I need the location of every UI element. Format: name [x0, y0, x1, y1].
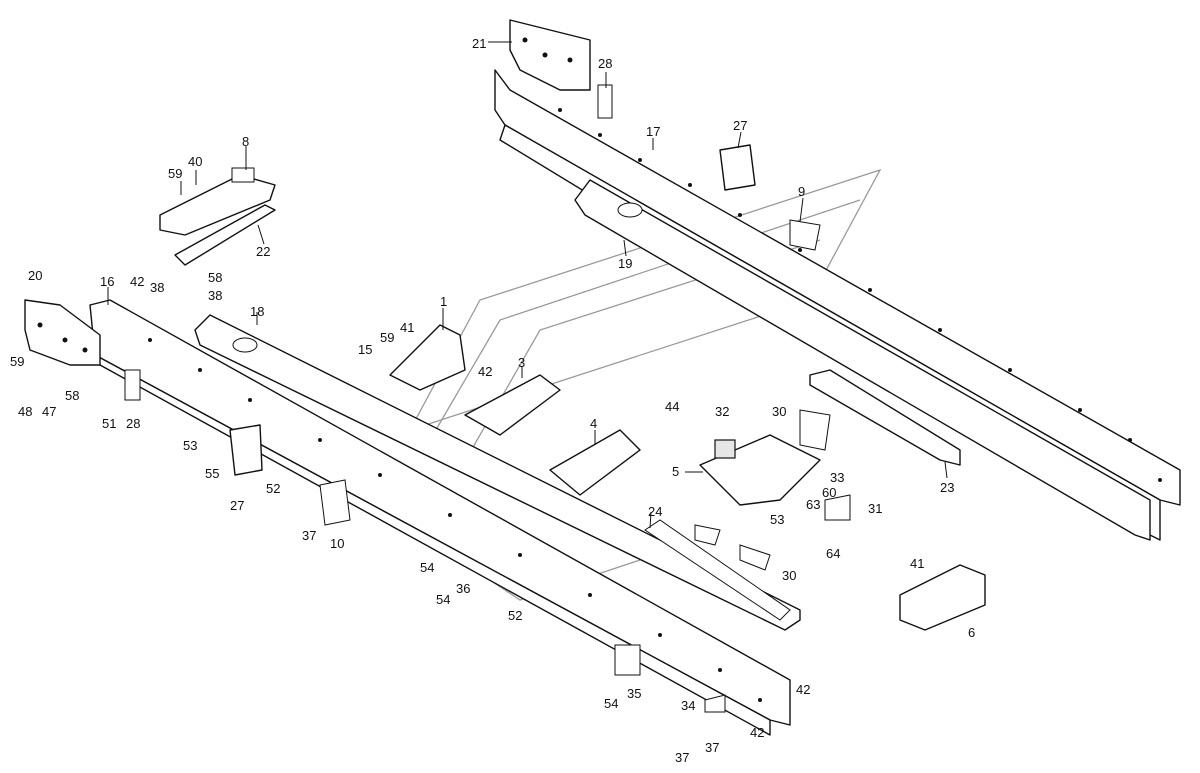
plate-24-tab	[694, 524, 721, 546]
reinforcement-channel-right	[574, 179, 1151, 541]
callout-23: 23	[940, 480, 954, 495]
callout-54: 54	[420, 560, 434, 575]
callout-36: 36	[456, 581, 470, 596]
callout-41: 41	[400, 320, 414, 335]
rear-crossmember-6	[899, 564, 986, 631]
callout-3: 3	[518, 355, 525, 370]
callout-63: 63	[806, 497, 820, 512]
callout-5: 5	[672, 464, 679, 479]
callout-labels: 21 28 17 27 8 40 59 9 22 19 20 16 42 38 …	[10, 36, 975, 765]
callout-8: 8	[242, 134, 249, 149]
callout-4: 4	[590, 416, 597, 431]
plate-35	[614, 644, 641, 676]
spring-bracket-27-upper	[719, 144, 756, 191]
crossmember-3	[464, 374, 561, 436]
callout-42: 42	[130, 274, 144, 289]
front-bracket-21	[509, 19, 591, 91]
bracket-30	[799, 409, 831, 451]
callout-27: 27	[733, 118, 747, 133]
callout-60: 60	[822, 485, 836, 500]
callout-52: 52	[508, 608, 522, 623]
callout-54: 54	[604, 696, 618, 711]
callout-28: 28	[598, 56, 612, 71]
callout-40: 40	[188, 154, 202, 169]
bracket-10	[319, 479, 351, 526]
callout-59: 59	[10, 354, 24, 369]
gusset-plate-24	[644, 519, 791, 621]
crossmember-4	[549, 429, 641, 496]
callout-27: 27	[230, 498, 244, 513]
callout-37: 37	[302, 528, 316, 543]
callout-41: 41	[910, 556, 924, 571]
bracket-30-lower	[739, 544, 771, 571]
bracket-1	[389, 324, 466, 391]
callout-58: 58	[65, 388, 79, 403]
callout-15: 15	[358, 342, 372, 357]
callout-42: 42	[478, 364, 492, 379]
callout-59: 59	[168, 166, 182, 181]
callout-18: 18	[250, 304, 264, 319]
callout-1: 1	[440, 294, 447, 309]
crossmember-profile-22	[174, 204, 276, 266]
callout-38: 38	[150, 280, 164, 295]
callout-48: 48	[18, 404, 32, 419]
side-member-left	[89, 299, 791, 736]
callout-51: 51	[102, 416, 116, 431]
callout-32: 32	[715, 404, 729, 419]
callout-37: 37	[705, 740, 719, 755]
callout-9: 9	[798, 184, 805, 199]
callout-33: 33	[830, 470, 844, 485]
callout-55: 55	[205, 466, 219, 481]
callout-17: 17	[646, 124, 660, 139]
callout-22: 22	[256, 244, 270, 259]
callout-52: 52	[266, 481, 280, 496]
callout-24: 24	[648, 504, 662, 519]
callout-64: 64	[826, 546, 840, 561]
callout-54: 54	[436, 592, 450, 607]
bracket-9	[789, 219, 821, 251]
callout-30: 30	[782, 568, 796, 583]
spring-bracket-27-lower	[229, 424, 263, 476]
callout-44: 44	[665, 399, 679, 414]
callout-58: 58	[208, 270, 222, 285]
front-crossmember-8	[159, 167, 276, 236]
callout-19: 19	[618, 256, 632, 271]
callout-31: 31	[868, 501, 882, 516]
reinforcement-channel-left	[194, 314, 801, 631]
bracket-28-upper	[597, 84, 613, 119]
callout-20: 20	[28, 268, 42, 283]
bracket-28-lower	[124, 369, 141, 401]
gusset-23	[809, 369, 961, 466]
callout-30: 30	[772, 404, 786, 419]
bracket-32	[714, 439, 736, 459]
callout-47: 47	[42, 404, 56, 419]
callout-21: 21	[472, 36, 486, 51]
callout-35: 35	[627, 686, 641, 701]
callout-53: 53	[770, 512, 784, 527]
bracket-34	[704, 694, 726, 713]
callout-53: 53	[183, 438, 197, 453]
callout-6: 6	[968, 625, 975, 640]
callout-37: 37	[675, 750, 689, 765]
callout-38: 38	[208, 288, 222, 303]
front-bracket-20	[24, 299, 101, 366]
callout-42: 42	[750, 725, 764, 740]
leader-lines	[107, 41, 948, 529]
callout-34: 34	[681, 698, 695, 713]
callout-42: 42	[796, 682, 810, 697]
bracket-31	[824, 494, 851, 521]
callout-59: 59	[380, 330, 394, 345]
callout-16: 16	[100, 274, 114, 289]
callout-28: 28	[126, 416, 140, 431]
callout-10: 10	[330, 536, 344, 551]
